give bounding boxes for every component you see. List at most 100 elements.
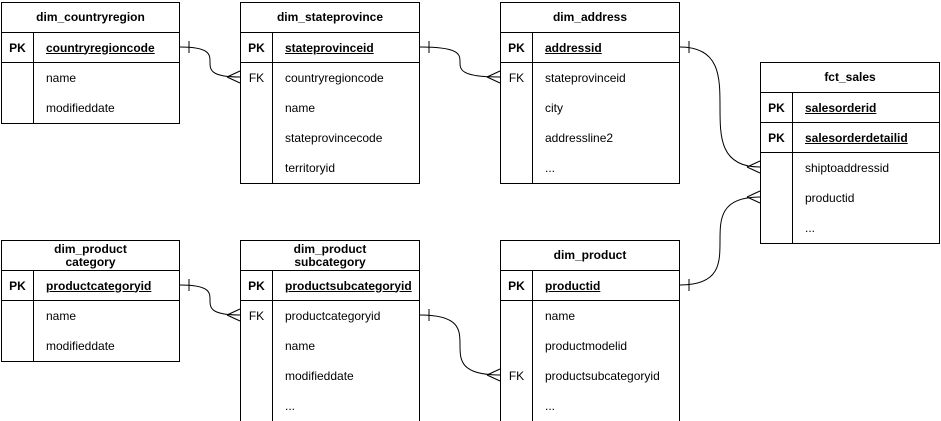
connector-dim_product-fct_sales[interactable]: [679, 190, 761, 291]
relationship-line: [679, 196, 761, 286]
field-name: salesorderdetailid: [805, 130, 908, 145]
entity-row: name: [241, 93, 419, 123]
field-name: productsubcategoryid: [285, 278, 412, 293]
field-name: productsubcategoryid: [545, 369, 660, 383]
connector-dim_stateprovince-dim_address[interactable]: [419, 41, 501, 84]
field-name: productcategoryid: [285, 309, 381, 323]
entity-row: stateprovincecode: [241, 123, 419, 153]
key-label: [761, 213, 793, 243]
entity-row: PK stateprovinceid: [241, 33, 419, 63]
crow-foot-marker: [226, 308, 241, 322]
connector-dim_productcategory-dim_productsubcategory[interactable]: [179, 279, 241, 322]
entity-title: dim_product: [501, 241, 679, 271]
field-name: productcategoryid: [46, 278, 152, 293]
key-label: FK: [501, 361, 533, 391]
key-label: PK: [501, 33, 533, 62]
field-name: ...: [545, 399, 556, 413]
key-label: [241, 93, 273, 123]
entity-row: modifieddate: [2, 93, 179, 123]
entity-row: shiptoaddressid: [761, 153, 939, 183]
key-label: [2, 301, 34, 331]
entity-row: modifieddate: [241, 361, 419, 391]
key-label: [241, 391, 273, 421]
field-name: productmodelid: [545, 339, 628, 353]
key-label: PK: [501, 271, 533, 300]
entity-row: FK productsubcategoryid: [501, 361, 679, 391]
key-label: [761, 183, 793, 213]
entity-row: city: [501, 93, 679, 123]
field-name: productid: [805, 191, 855, 205]
relationship-line: [179, 284, 241, 316]
key-label: PK: [761, 93, 793, 122]
key-label: [501, 93, 533, 123]
crow-foot-marker: [746, 160, 761, 174]
relationship-line: [679, 46, 761, 168]
entity-row: productmodelid: [501, 331, 679, 361]
entity-row: productid: [761, 183, 939, 213]
entity-row: addressline2: [501, 123, 679, 153]
entity-row: name: [2, 63, 179, 93]
crow-foot-marker: [226, 70, 241, 84]
field-name: name: [285, 101, 316, 115]
connector-dim_countryregion-dim_stateprovince[interactable]: [179, 41, 241, 84]
key-label: [761, 153, 793, 183]
crow-foot-marker: [746, 190, 761, 204]
field-name: name: [46, 309, 77, 323]
field-name: productid: [545, 278, 601, 293]
entity-row: name: [501, 301, 679, 331]
crow-foot-marker: [486, 70, 501, 84]
field-name: modifieddate: [46, 339, 115, 353]
connector-dim_productsubcategory-dim_product[interactable]: [419, 309, 501, 382]
entity-title: dim_address: [501, 3, 679, 33]
entity-title: dim_stateprovince: [241, 3, 419, 33]
field-name: shiptoaddressid: [805, 161, 890, 175]
field-name: modifieddate: [46, 101, 115, 115]
entity-title: fct_sales: [761, 63, 939, 93]
key-label: [501, 123, 533, 153]
entity-row: FK productcategoryid: [241, 301, 419, 331]
entity-row: PK productid: [501, 271, 679, 301]
field-name: name: [545, 309, 576, 323]
key-label: FK: [241, 301, 273, 331]
entity-title: dim_countryregion: [2, 3, 179, 33]
key-label: [241, 153, 273, 183]
field-name: stateprovinceid: [545, 71, 626, 85]
field-name: addressid: [545, 40, 602, 55]
field-name: city: [545, 101, 563, 115]
field-name: modifieddate: [285, 369, 354, 383]
key-label: [2, 63, 34, 93]
entity-row: modifieddate: [2, 331, 179, 361]
relationship-line: [419, 46, 501, 78]
key-label: [241, 331, 273, 361]
field-name: name: [285, 339, 316, 353]
field-name: stateprovincecode: [285, 131, 383, 145]
key-label: [2, 331, 34, 361]
field-name: addressline2: [545, 131, 614, 145]
key-label: [501, 391, 533, 421]
entity-row: territoryid: [241, 153, 419, 183]
field-name: ...: [285, 399, 296, 413]
connector-dim_address-fct_sales[interactable]: [679, 41, 761, 174]
key-label: [241, 123, 273, 153]
key-label: PK: [241, 33, 273, 62]
field-name: countryregioncode: [285, 71, 384, 85]
entity-row: PK productcategoryid: [2, 271, 179, 301]
field-name: stateprovinceid: [285, 40, 374, 55]
key-label: PK: [2, 33, 34, 62]
key-label: PK: [2, 271, 34, 300]
key-label: [501, 331, 533, 361]
entity-row: ...: [501, 391, 679, 421]
